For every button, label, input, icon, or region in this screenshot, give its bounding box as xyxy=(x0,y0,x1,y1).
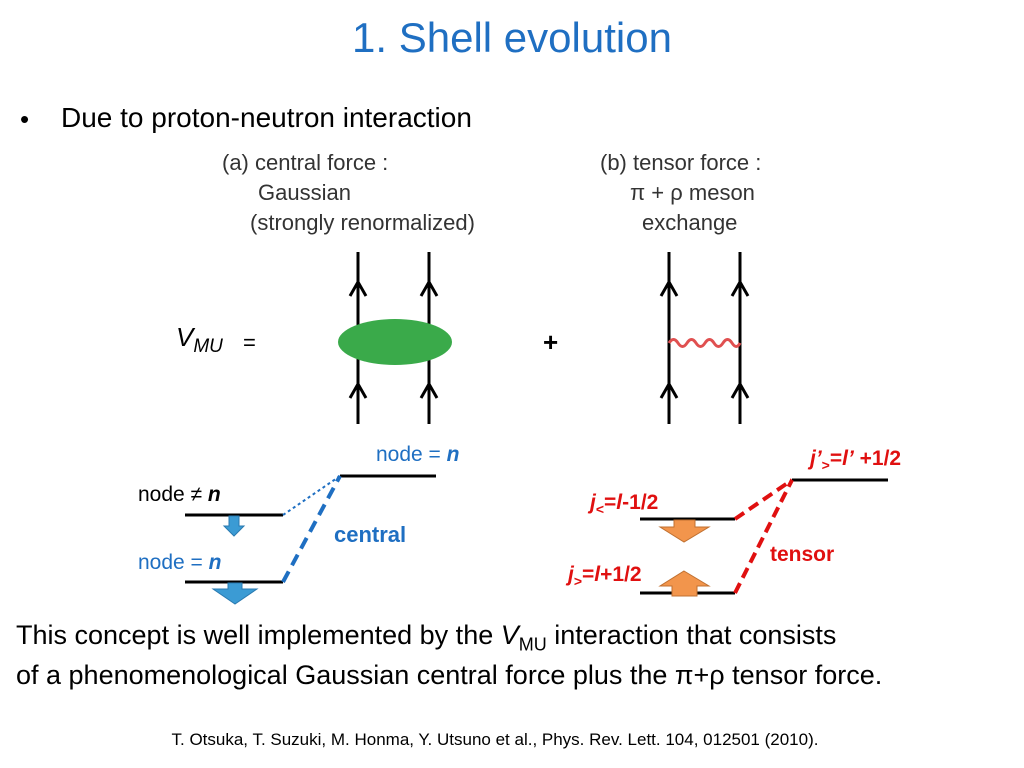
gaussian-blob-icon xyxy=(338,319,452,365)
central-force-label-line1: (a) central force : xyxy=(222,150,389,175)
vmu-v: V xyxy=(176,322,194,352)
statement-line-2: of a phenomenological Gaussian central f… xyxy=(16,660,883,690)
jgreat-sub: > xyxy=(573,573,583,590)
central-force-label: (a) central force : Gaussian (strongly r… xyxy=(222,148,475,238)
reference-citation: T. Otsuka, T. Suzuki, M. Honma, Y. Utsun… xyxy=(171,730,819,749)
jless-sub: < xyxy=(595,501,605,518)
jgreat-eq: = xyxy=(582,563,595,586)
bullet-text: Due to proton-neutron interaction xyxy=(61,102,472,133)
arrow-up-icon xyxy=(348,380,368,399)
orange-down-arrow-icon xyxy=(658,519,711,543)
tensor-dashed-upper xyxy=(733,478,794,521)
jprime-j: j’ xyxy=(810,447,822,470)
node-n-top-prefix: node = xyxy=(376,443,447,466)
arrow-up-icon xyxy=(419,380,439,399)
jgreat-rest: +1/2 xyxy=(600,563,642,586)
jprime-rest: +1/2 xyxy=(853,447,902,470)
tensor-force-label-line3: exchange xyxy=(642,210,738,235)
central-force-label-line3: (strongly renormalized) xyxy=(250,210,475,235)
node-n-bottom-prefix: node = xyxy=(138,551,209,574)
jless-l: l xyxy=(616,491,623,514)
central-label: central xyxy=(334,522,407,547)
node-n-top-label: node = n xyxy=(376,443,459,467)
statement-line1-pre: This concept is well implemented by the xyxy=(16,620,501,650)
vmu-symbol: VMU xyxy=(176,322,223,358)
vmu-subscript: MU xyxy=(193,336,223,358)
tensor-force-label: (b) tensor force : π + ρ meson exchange xyxy=(600,148,761,238)
jprime-l: l’ xyxy=(842,447,854,470)
arrow-up-icon xyxy=(730,380,750,399)
node-n-bottom-var: n xyxy=(208,551,222,574)
node-n-bottom-label: node = n xyxy=(138,551,221,575)
central-force-label-line2: Gaussian xyxy=(258,180,351,205)
jprime-label: j’>=l’ +1/2 xyxy=(810,447,901,473)
tensor-force-label-line1: (b) tensor force : xyxy=(600,150,762,175)
jless-j: j xyxy=(590,491,596,514)
arrow-up-icon xyxy=(419,278,439,297)
tensor-dashed-lower xyxy=(733,479,794,594)
arrow-up-icon xyxy=(348,278,368,297)
jless-eq: = xyxy=(604,491,617,514)
small-down-arrow-icon xyxy=(222,515,246,537)
node-n-top-var: n xyxy=(446,443,460,466)
plus-sign: + xyxy=(543,327,559,357)
central-dashed-connector xyxy=(281,475,342,583)
bullet-marker: • xyxy=(20,104,30,134)
jprime-eq: = xyxy=(829,447,843,470)
arrow-up-icon xyxy=(659,278,679,297)
tensor-force-label-line2: π + ρ meson xyxy=(630,180,755,205)
equals-sign: = xyxy=(243,330,256,355)
jgreat-j: j xyxy=(568,563,574,586)
node-neq-prefix: node ≠ xyxy=(138,483,208,506)
node-neq-var: n xyxy=(207,483,221,506)
jgreat-l: l xyxy=(594,563,601,586)
tensor-label: tensor xyxy=(770,543,835,566)
jless-label: j<=l-1/2 xyxy=(590,491,658,517)
page-title: 1. Shell evolution xyxy=(352,14,672,61)
large-down-arrow-icon xyxy=(211,582,259,605)
jprime-sub: > xyxy=(821,457,830,474)
statement-line-1: This concept is well implemented by the … xyxy=(16,620,836,655)
arrow-up-icon xyxy=(659,380,679,399)
orange-up-arrow-icon xyxy=(658,570,711,597)
jless-rest: -1/2 xyxy=(622,491,659,514)
arrow-up-icon xyxy=(730,278,750,297)
statement-line1-sub: MU xyxy=(518,634,547,655)
node-neq-label: node ≠ n xyxy=(138,483,221,507)
statement-line1-v: V xyxy=(500,620,519,650)
meson-wavy-line xyxy=(667,338,742,348)
statement-line1-post: interaction that consists xyxy=(546,620,837,650)
jgreat-label: j>=l+1/2 xyxy=(568,563,642,589)
